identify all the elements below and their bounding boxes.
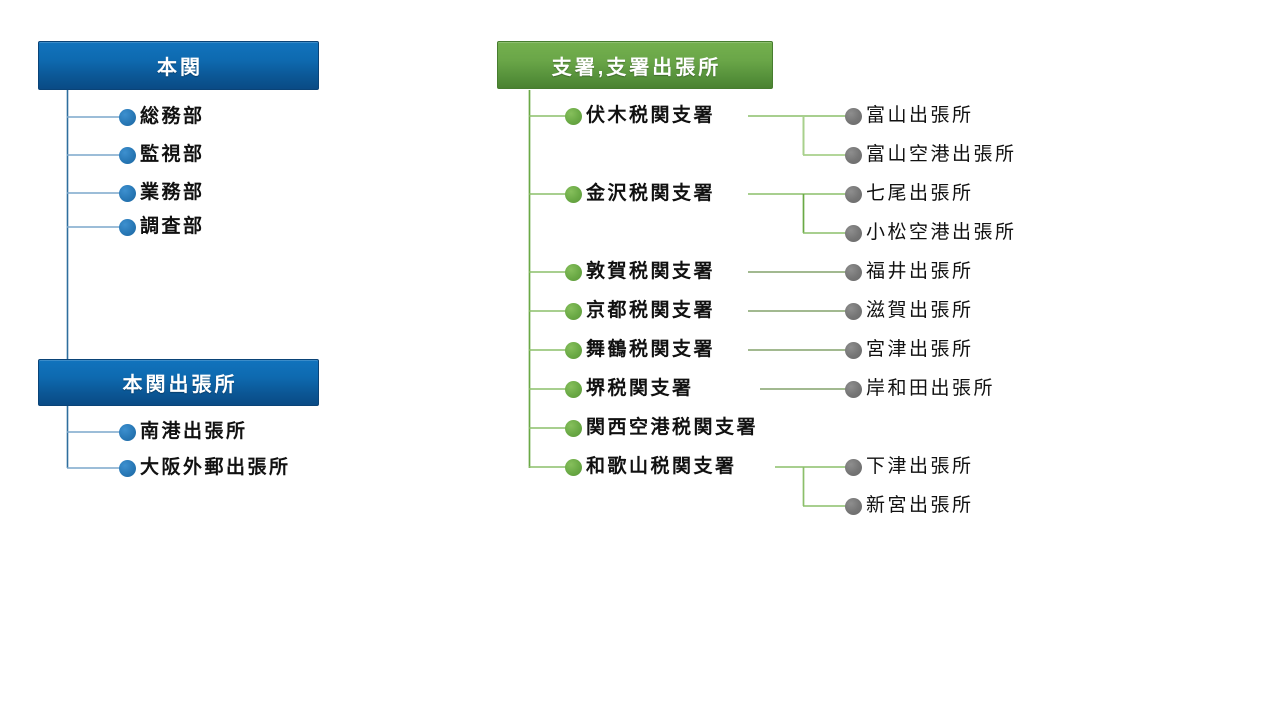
header-shisho-label: 支署,支署出張所 bbox=[551, 56, 722, 79]
node-label: 監視部 bbox=[140, 143, 205, 165]
bullet-dot-icon bbox=[845, 186, 862, 203]
node-label: 伏木税関支署 bbox=[586, 104, 716, 126]
bullet-dot-icon bbox=[565, 108, 582, 125]
header-honkan-shutchoujo[interactable]: 本関出張所 bbox=[38, 359, 319, 406]
bullet-dot-icon bbox=[119, 219, 136, 236]
bullet-dot-icon bbox=[119, 147, 136, 164]
header-honkan-shutchoujo-label: 本関出張所 bbox=[122, 374, 238, 396]
node-label: 大阪外郵出張所 bbox=[140, 456, 291, 478]
bullet-dot-icon bbox=[845, 108, 862, 125]
blue-branch-wires bbox=[67, 116, 127, 469]
header-honkan[interactable]: 本関 bbox=[38, 41, 319, 90]
node-label: 小松空港出張所 bbox=[866, 221, 1017, 243]
bullet-dot-icon bbox=[565, 303, 582, 320]
bullet-dot-icon bbox=[119, 460, 136, 477]
node-label: 堺税関支署 bbox=[586, 377, 694, 399]
bullet-dot-icon bbox=[565, 381, 582, 398]
bullet-dot-icon bbox=[565, 264, 582, 281]
header-honkan-label: 本関 bbox=[157, 57, 203, 79]
bullet-dot-icon bbox=[845, 264, 862, 281]
node-label: 敦賀税関支署 bbox=[586, 260, 716, 282]
header-shisho[interactable]: 支署,支署出張所 bbox=[497, 41, 773, 89]
node-label: 福井出張所 bbox=[866, 260, 974, 282]
node-label: 調査部 bbox=[140, 215, 205, 237]
node-label: 金沢税関支署 bbox=[586, 182, 716, 204]
bullet-dot-icon bbox=[565, 459, 582, 476]
node-label: 七尾出張所 bbox=[866, 182, 974, 204]
node-label: 和歌山税関支署 bbox=[586, 455, 737, 477]
node-label: 総務部 bbox=[140, 105, 205, 127]
bullet-dot-icon bbox=[845, 225, 862, 242]
bullet-dot-icon bbox=[119, 109, 136, 126]
bullet-dot-icon bbox=[845, 459, 862, 476]
bullet-dot-icon bbox=[845, 381, 862, 398]
bullet-dot-icon bbox=[565, 342, 582, 359]
bullet-dot-icon bbox=[565, 186, 582, 203]
node-label: 京都税関支署 bbox=[586, 299, 716, 321]
subbranch-wakayama bbox=[775, 466, 852, 507]
node-label: 滋賀出張所 bbox=[866, 299, 974, 321]
node-label: 南港出張所 bbox=[140, 420, 248, 442]
green-branch-wires bbox=[529, 115, 573, 468]
node-label: 岸和田出張所 bbox=[866, 377, 996, 399]
subbranch-kanazawa bbox=[748, 193, 852, 234]
node-label: 宮津出張所 bbox=[866, 338, 974, 360]
node-label: 舞鶴税関支署 bbox=[586, 338, 716, 360]
bullet-dot-icon bbox=[845, 147, 862, 164]
node-label: 下津出張所 bbox=[866, 455, 974, 477]
bullet-dot-icon bbox=[845, 342, 862, 359]
node-label: 業務部 bbox=[140, 181, 205, 203]
bullet-dot-icon bbox=[845, 303, 862, 320]
bullet-dot-icon bbox=[119, 185, 136, 202]
bullet-dot-icon bbox=[119, 424, 136, 441]
bullet-dot-icon bbox=[845, 498, 862, 515]
node-label: 新宮出張所 bbox=[866, 494, 974, 516]
node-label: 富山出張所 bbox=[866, 104, 974, 126]
node-label: 関西空港税関支署 bbox=[586, 416, 759, 438]
subbranch-fushiki bbox=[748, 115, 852, 156]
bullet-dot-icon bbox=[565, 420, 582, 437]
node-label: 富山空港出張所 bbox=[866, 143, 1017, 165]
